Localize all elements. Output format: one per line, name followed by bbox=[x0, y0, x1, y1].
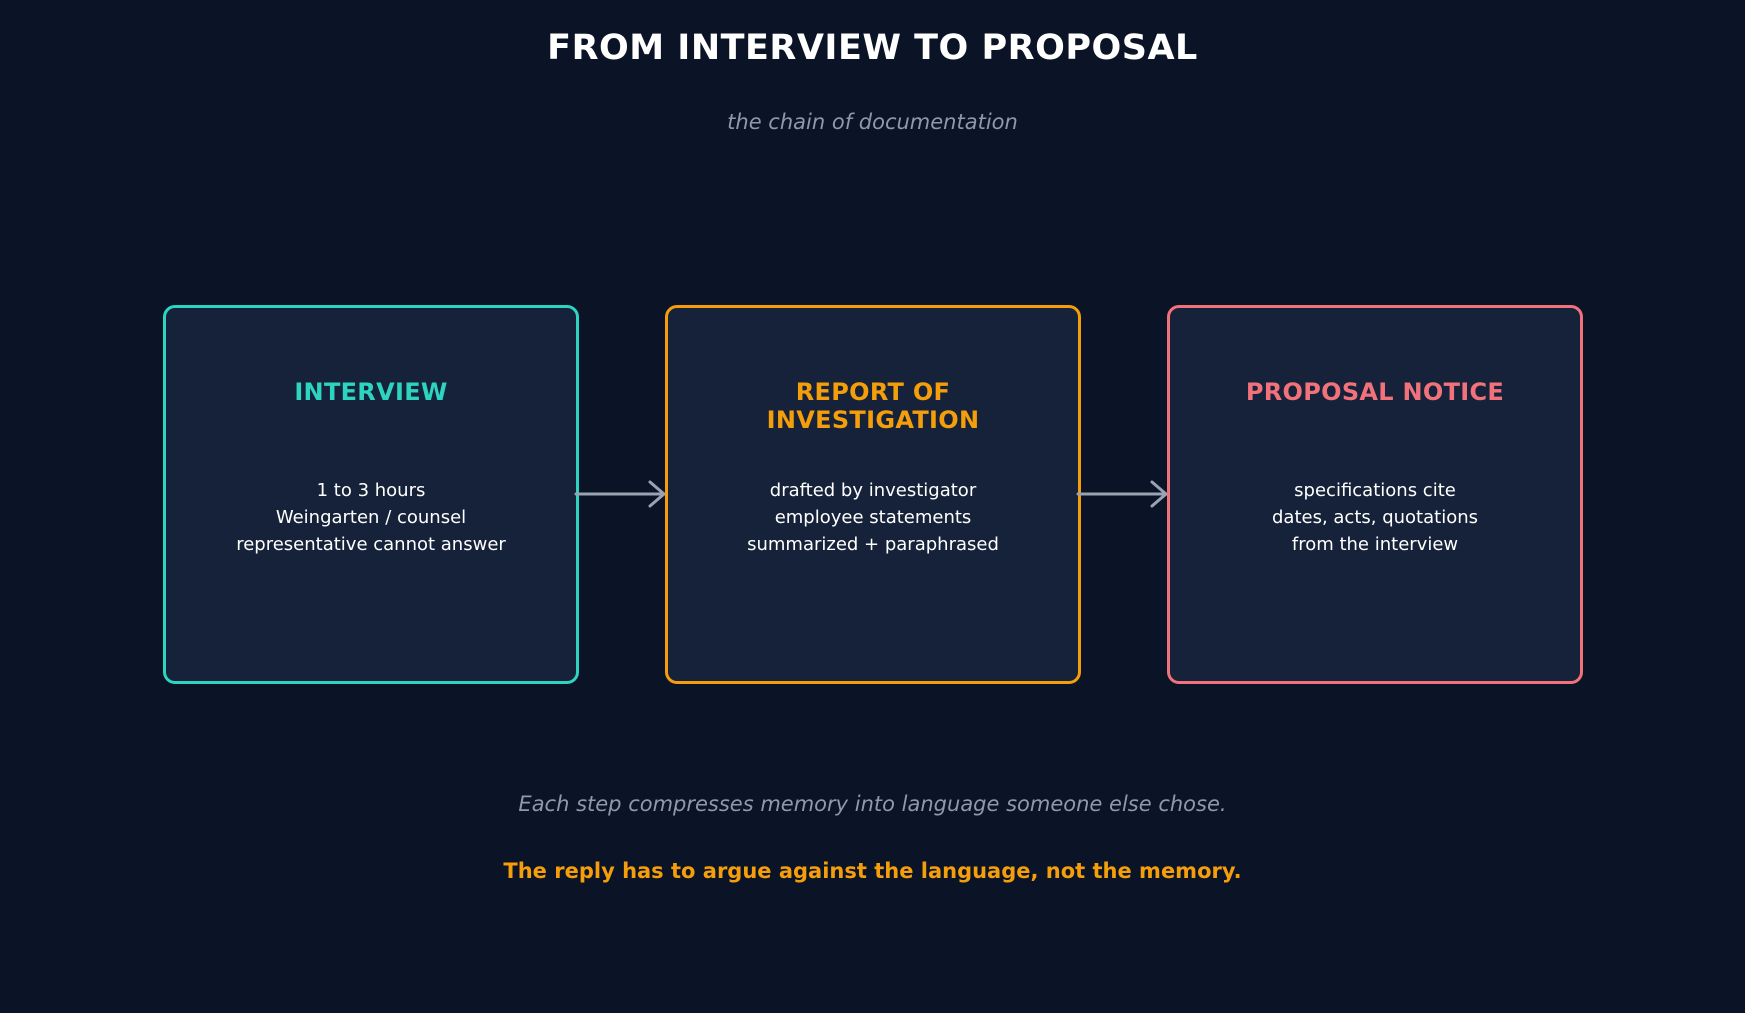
step-title-line: REPORT OF bbox=[795, 378, 951, 406]
step-body-report-of-investigation: drafted by investigator employee stateme… bbox=[668, 477, 1078, 558]
step-title-line: PROPOSAL NOTICE bbox=[1245, 378, 1505, 406]
step-body-line: drafted by investigator bbox=[769, 480, 977, 501]
step-body-line: representative cannot answer bbox=[236, 534, 506, 555]
step-title-report-of-investigation: REPORT OF INVESTIGATION bbox=[668, 378, 1078, 434]
step-body-line: specifications cite bbox=[1294, 480, 1456, 501]
arrow-right-icon bbox=[1076, 480, 1168, 508]
step-body-line: Weingarten / counsel bbox=[275, 507, 467, 528]
footer-emphasis: The reply has to argue against the langu… bbox=[503, 859, 1242, 883]
step-card-report-of-investigation: REPORT OF INVESTIGATION drafted by inves… bbox=[665, 305, 1081, 684]
step-title-line: INTERVIEW bbox=[294, 378, 448, 406]
arrow-right-icon bbox=[574, 480, 666, 508]
step-body-line: from the interview bbox=[1291, 534, 1459, 555]
step-card-proposal-notice: PROPOSAL NOTICE specifications cite date… bbox=[1167, 305, 1583, 684]
step-body-interview: 1 to 3 hours Weingarten / counsel repres… bbox=[166, 477, 576, 558]
step-title-proposal-notice: PROPOSAL NOTICE bbox=[1170, 378, 1580, 406]
step-title-interview: INTERVIEW bbox=[166, 378, 576, 406]
step-card-interview: INTERVIEW 1 to 3 hours Weingarten / coun… bbox=[163, 305, 579, 684]
step-body-line: 1 to 3 hours bbox=[316, 480, 426, 501]
diagram-subtitle: the chain of documentation bbox=[727, 110, 1018, 134]
diagram-title: FROM INTERVIEW TO PROPOSAL bbox=[547, 28, 1198, 68]
step-body-line: dates, acts, quotations bbox=[1271, 507, 1478, 528]
step-title-line: INVESTIGATION bbox=[766, 406, 980, 434]
step-body-line: employee statements bbox=[774, 507, 972, 528]
footer-note: Each step compresses memory into languag… bbox=[518, 792, 1227, 816]
step-body-line: summarized + paraphrased bbox=[747, 534, 999, 555]
step-body-proposal-notice: specifications cite dates, acts, quotati… bbox=[1170, 477, 1580, 558]
